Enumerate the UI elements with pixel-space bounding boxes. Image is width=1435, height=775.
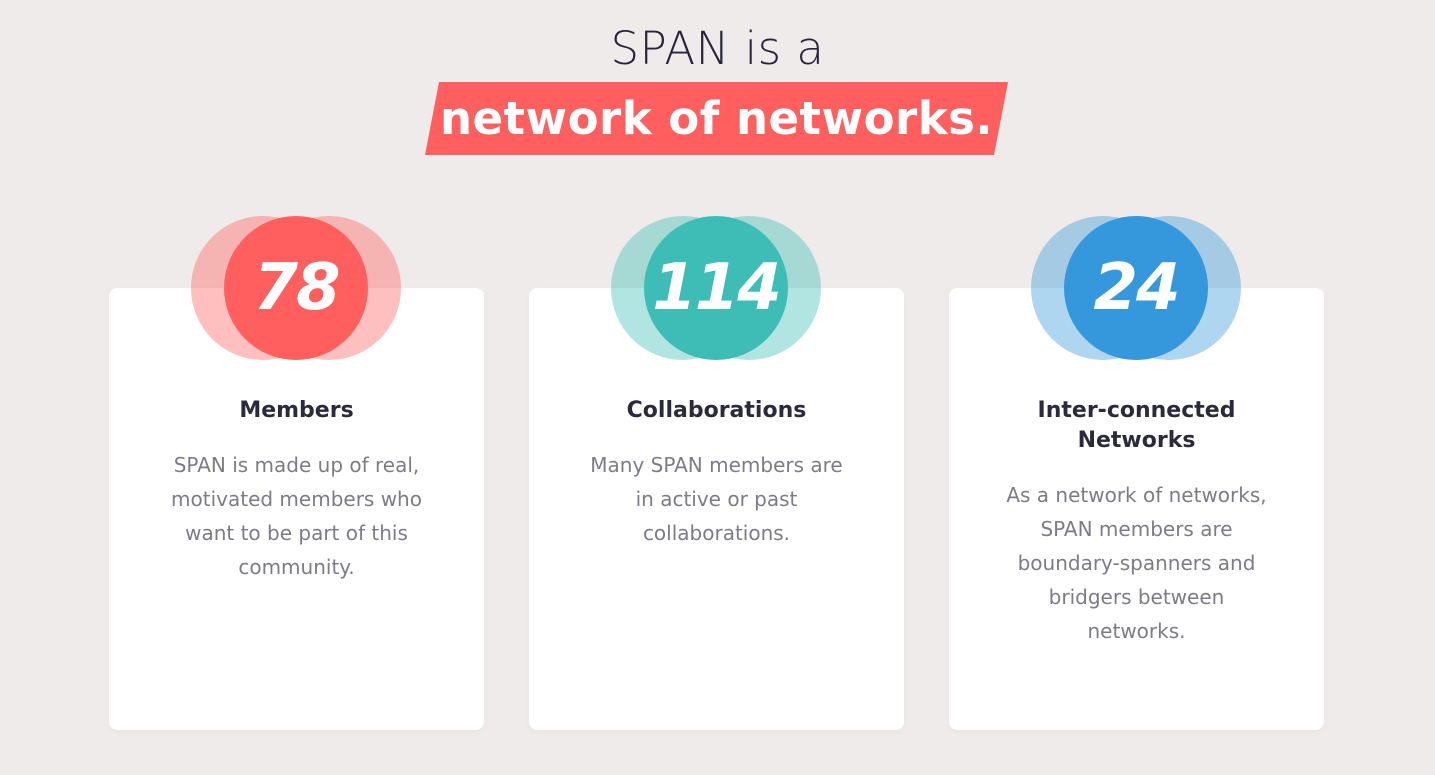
stat-card-members: Members SPAN is made up of real, motivat… [109, 288, 484, 730]
stat-value: 78 [253, 251, 340, 325]
stat-badge-collaborations: 114 [611, 216, 821, 360]
highlight-banner-shape [425, 82, 1008, 155]
stat-description: As a network of networks, SPAN members a… [1006, 483, 1267, 643]
stat-card-collaborations: Collaborations Many SPAN members are in … [529, 288, 904, 730]
stat-value: 24 [1093, 251, 1180, 325]
stat-card-networks: Inter-connected Networks As a network of… [949, 288, 1324, 730]
stat-description: Many SPAN members are in active or past … [590, 453, 843, 545]
stat-badge-networks: 24 [1031, 216, 1241, 360]
stat-description: SPAN is made up of real, motivated membe… [171, 453, 422, 579]
badge-circle [644, 216, 788, 360]
heading-emphasis: network of networks. [439, 92, 994, 145]
stat-badge-members: 78 [191, 216, 401, 360]
badge-circle [1064, 216, 1208, 360]
badge-circle [224, 216, 368, 360]
stat-value: 114 [652, 251, 782, 325]
stat-title: Collaborations [626, 398, 807, 423]
heading-intro: SPAN is a [610, 22, 825, 75]
heading-highlight: network of networks. [425, 82, 1008, 155]
stat-title: Inter-connected Networks [1037, 398, 1236, 453]
stat-title: Members [239, 398, 354, 423]
